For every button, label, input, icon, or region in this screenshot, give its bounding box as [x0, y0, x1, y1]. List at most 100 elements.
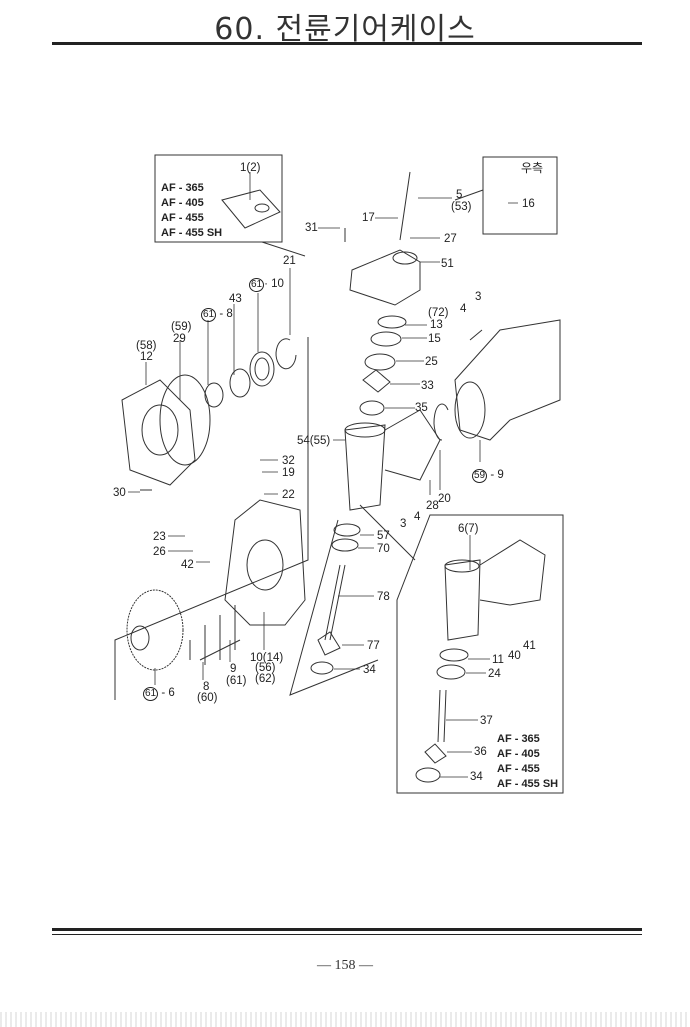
model-label: AF - 365 — [161, 182, 204, 194]
housing-51 — [349, 171, 421, 306]
part-label: - 6 — [161, 687, 175, 699]
gear-77 — [317, 631, 341, 656]
collar-13 — [377, 315, 407, 329]
top-cover-part — [221, 189, 281, 229]
part-label: (62) — [255, 673, 276, 685]
gear-case-6 — [444, 539, 546, 641]
part-label: 30 — [113, 487, 126, 499]
part-label: 3 — [400, 518, 407, 530]
shaft-37 — [437, 689, 447, 743]
group-bracket-left — [114, 337, 309, 700]
part-label: 26 — [153, 546, 166, 558]
part-label: 40 — [508, 650, 521, 662]
group-bracket-center — [289, 519, 379, 696]
circled-part-label: 61 — [143, 687, 159, 701]
part-label: (53) — [451, 201, 472, 213]
bolt-3 — [469, 329, 483, 341]
model-list-bottom: AF - 365 AF - 405 AF - 455 AF - 455 SH — [497, 732, 558, 792]
model-label: AF - 455 — [497, 763, 540, 775]
part-label: (60) — [197, 692, 218, 704]
part-label: 22 — [282, 489, 295, 501]
part-label: 34 — [363, 664, 376, 676]
seal-11 — [439, 648, 469, 662]
bearing-10 — [249, 351, 275, 387]
part-label: 1(2) — [240, 162, 261, 174]
cover-12 — [121, 374, 211, 486]
part-label: 11 — [492, 654, 504, 666]
part-label: 61· 10 — [249, 278, 284, 292]
ring-8 — [204, 382, 224, 408]
part-label: 12 — [140, 351, 153, 363]
part-label: 5 — [456, 189, 463, 201]
callout-box-top-left — [154, 154, 306, 257]
gear-case-54 — [344, 409, 441, 511]
gear-36 — [424, 743, 447, 764]
part-label: (58) — [136, 340, 157, 352]
seal-24 — [436, 664, 466, 680]
part-label: 43 — [229, 293, 242, 305]
bearing-34 — [310, 661, 334, 675]
part-label: 4 — [414, 511, 421, 523]
part-label: 19 — [282, 467, 295, 479]
model-label: AF - 455 — [161, 212, 204, 224]
top-rule — [52, 42, 642, 45]
part-label: 13 — [430, 319, 443, 331]
circled-part-label: 61 — [201, 308, 217, 322]
gear-33 — [362, 369, 391, 393]
part-label: 28 — [426, 500, 439, 512]
part-label: 33 — [421, 380, 434, 392]
part-label: (72) — [428, 307, 449, 319]
part-label: 25 — [425, 356, 438, 368]
part-label: 8 — [203, 681, 210, 693]
part-label: 37 — [480, 715, 493, 727]
part-label: - 9 — [490, 469, 504, 481]
part-label: 61 - 8 — [201, 308, 233, 322]
part-label: · 10 — [264, 278, 284, 290]
part-label: 70 — [377, 543, 390, 555]
circled-part-label: 59 — [472, 469, 488, 483]
part-label: 6(7) — [458, 523, 479, 535]
part-label: 57 — [377, 530, 390, 542]
callout-box-right-side — [454, 156, 558, 235]
part-label: 4 — [460, 303, 467, 315]
part-label: 10(14) — [250, 652, 284, 664]
main-case-10 — [224, 499, 306, 626]
bearing-25 — [364, 353, 396, 371]
part-label: 17 — [362, 212, 375, 224]
leader-lines — [128, 172, 518, 778]
part-label: 31 — [305, 222, 318, 234]
callout-box-bottom-right — [359, 504, 564, 794]
seal-15 — [370, 331, 402, 347]
shaft-78 — [324, 564, 346, 641]
part-label: 42 — [181, 559, 194, 571]
part-label: 54(55) — [297, 435, 331, 447]
bottom-rule-thin — [52, 934, 642, 935]
snap-ring-21 — [275, 338, 297, 370]
ring-gear-6 — [126, 589, 184, 671]
part-label: 15 — [428, 333, 441, 345]
part-label: 51 — [441, 258, 454, 270]
part-label: 3 — [475, 291, 482, 303]
part-label: 61 - 6 — [143, 687, 175, 701]
page-title: 60. 전륜기어케이스 — [214, 12, 476, 47]
part-label: 24 — [488, 668, 501, 680]
part-label: 20 — [438, 493, 451, 505]
part-label: (56) — [255, 662, 276, 674]
model-list-top: AF - 365 AF - 405 AF - 455 AF - 455 SH — [161, 181, 222, 241]
part-label: 32 — [282, 455, 295, 467]
right-side-label: 우측 — [521, 161, 544, 175]
part-label: 41 — [523, 640, 536, 652]
circled-part-label: 61 — [249, 278, 265, 292]
part-label: 9 — [230, 663, 237, 675]
bearing-35 — [359, 400, 385, 416]
axle-housing-9 — [454, 319, 561, 441]
part-label: 78 — [377, 591, 390, 603]
part-label: 77 — [367, 640, 380, 652]
model-label: AF - 455 SH — [161, 227, 223, 239]
part-label: 34 — [470, 771, 483, 783]
bottom-rule — [52, 928, 642, 931]
part-label: 27 — [444, 233, 457, 245]
scan-edge — [0, 1012, 690, 1027]
seal-70 — [331, 538, 359, 552]
